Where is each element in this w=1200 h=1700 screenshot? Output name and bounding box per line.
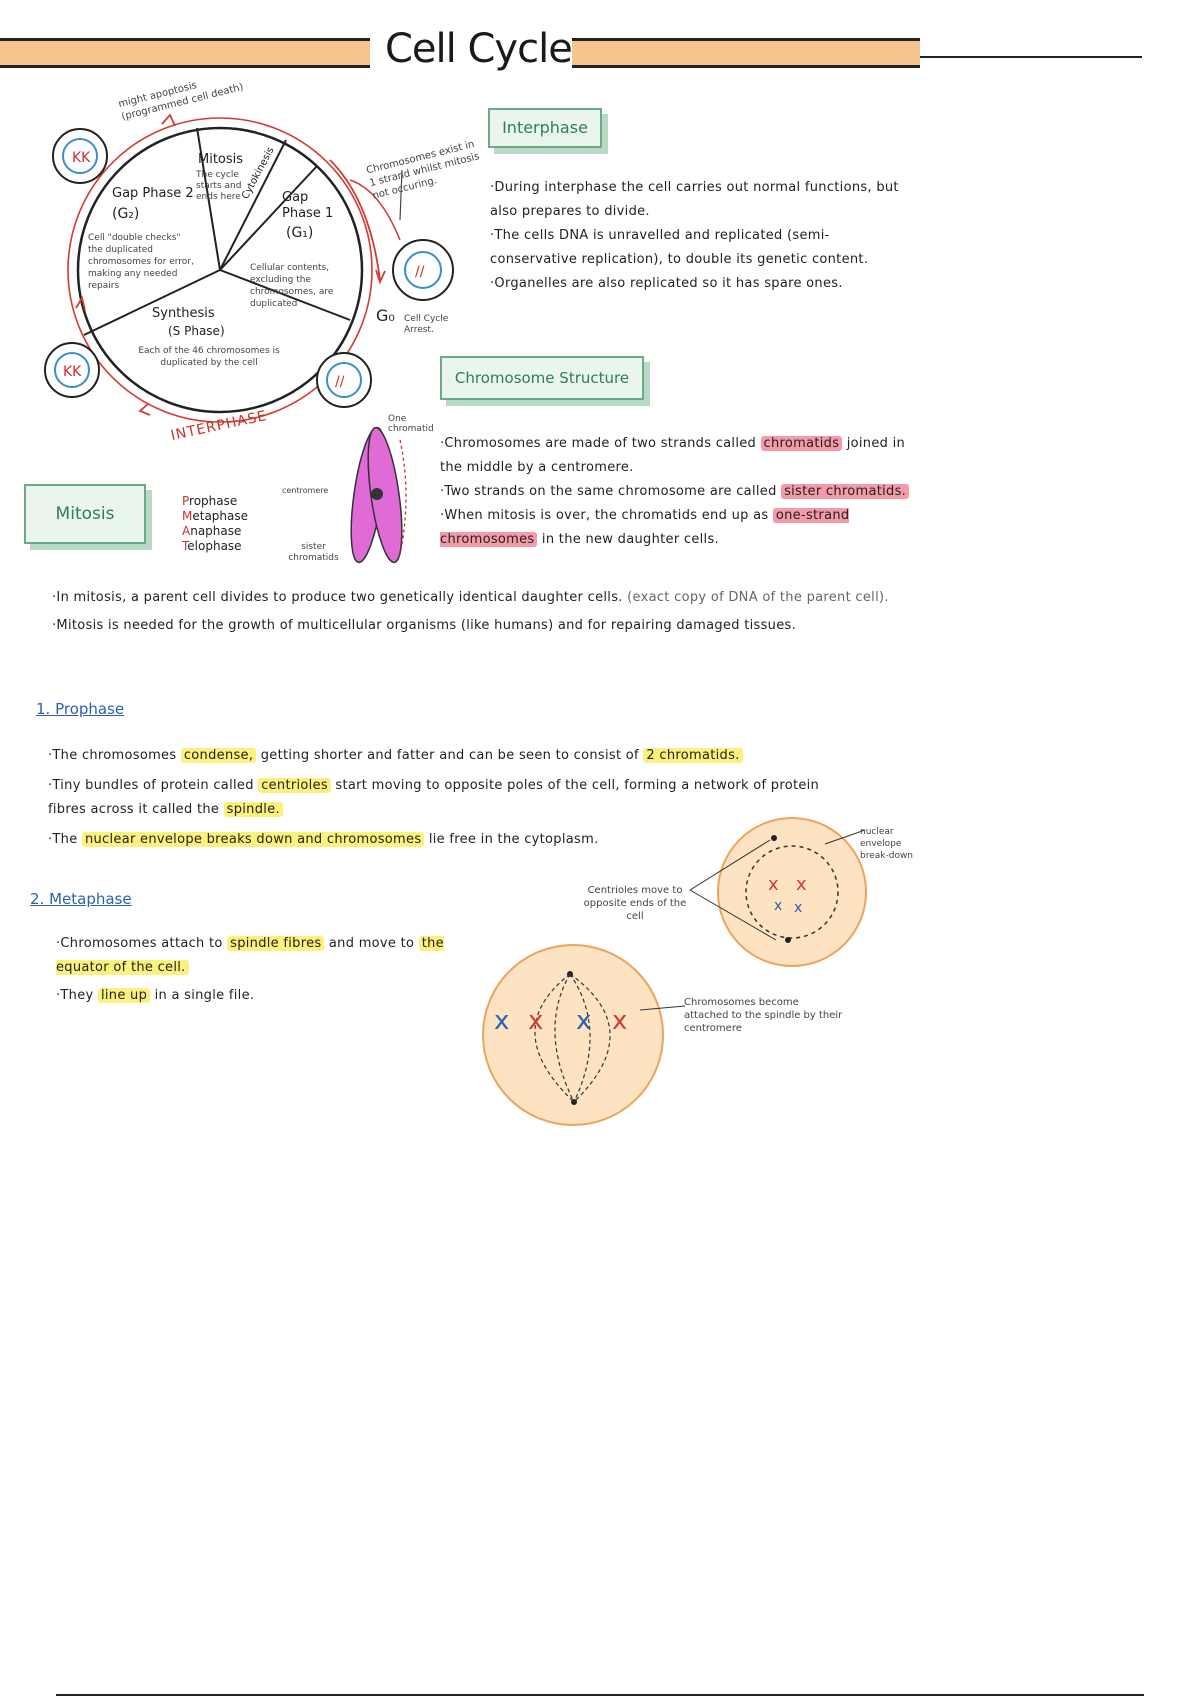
two-chromatids-highlight: 2 chromatids. xyxy=(643,748,743,763)
svg-text:x: x xyxy=(494,1006,509,1036)
cs-line-1b: joined in the middle by a centromere. xyxy=(440,436,906,475)
cs-line-1: ·Chromosomes are made of two strands cal… xyxy=(440,432,920,480)
spindle-highlight: spindle. xyxy=(223,802,283,817)
metaphase-attached-note: Chromosomes become attached to the spind… xyxy=(684,997,843,1034)
interphase-heading: Interphase xyxy=(502,118,588,137)
mitosis-p1: ·In mitosis, a parent cell divides to pr… xyxy=(52,590,889,605)
cs-line-1a: ·Chromosomes are made of two strands cal… xyxy=(440,436,757,451)
chromosome-drawing xyxy=(350,426,407,564)
prophase-l3: ·The nuclear envelope breaks down and ch… xyxy=(48,832,599,847)
mitosis-heading-box: Mitosis xyxy=(24,484,146,544)
interphase-p2: ·The cells DNA is unravelled and replica… xyxy=(490,228,869,267)
prophase-l2: ·Tiny bundles of protein called centriol… xyxy=(48,778,820,817)
prophase-cell-drawing: x x x x xyxy=(717,817,867,967)
sister-chromatids-highlight: sister chromatids. xyxy=(781,484,910,499)
svg-text:x: x xyxy=(794,900,802,916)
mitosis-p2: ·Mitosis is needed for the growth of mul… xyxy=(52,618,797,633)
metaphase-l1: ·Chromosomes attach to spindle fibres an… xyxy=(56,936,444,975)
cell-cycle-diagram: KK KK // // xyxy=(44,113,454,423)
chromosome-structure-heading: Chromosome Structure xyxy=(454,369,630,387)
g2-label: Gap Phase 2 xyxy=(112,186,194,201)
svg-text://: // xyxy=(415,264,425,280)
acronym-metaphase: Metaphase xyxy=(182,509,249,523)
cell-icon-bottom-left: KK xyxy=(44,342,100,398)
g0-note: Cell Cycle Arrest. xyxy=(404,314,449,335)
title-stripe-left xyxy=(0,38,370,68)
g1-symbol: (G₁) xyxy=(286,225,314,241)
metaphase-pointer xyxy=(640,1005,686,1011)
cell-icon-top-left: KK xyxy=(52,128,108,184)
title-stripe-right xyxy=(572,38,920,68)
chromosome-structure-heading-box: Chromosome Structure xyxy=(440,356,644,400)
mitosis-segment-note: The cycle starts and ends here xyxy=(196,170,242,202)
pmat-acronym: Prophase Metaphase Anaphase Telophase xyxy=(182,494,248,554)
g1-note: Cellular contents, excluding the chromos… xyxy=(250,263,334,309)
metaphase-text: ·Chromosomes attach to spindle fibres an… xyxy=(56,932,476,1008)
cs-line-2: ·Two strands on the same chromosome are … xyxy=(440,480,920,504)
page-title: Cell Cycle xyxy=(385,26,573,72)
svg-text:x: x xyxy=(774,898,782,914)
envelope-note: nuclear envelope break-down xyxy=(860,827,914,861)
svg-text:KK: KK xyxy=(72,150,91,166)
g2-note: Cell "double checks" the duplicated chro… xyxy=(88,233,194,291)
chromatids-highlight: chromatids xyxy=(760,436,843,451)
prophase-l1: ·The chromosomes condense, getting short… xyxy=(48,744,838,768)
svg-text:x: x xyxy=(528,1006,543,1036)
prophase-pointers xyxy=(689,830,866,941)
interphase-p1: ·During interphase the cell carries out … xyxy=(490,180,899,219)
metaphase-l2: ·They line up in a single file. xyxy=(56,988,255,1003)
g2-symbol: (G₂) xyxy=(112,206,140,222)
interphase-heading-box: Interphase xyxy=(488,108,602,148)
acronym-telophase: Telophase xyxy=(182,539,242,553)
s-note: Each of the 46 chromosomes is duplicated… xyxy=(138,346,280,368)
centromere-label: centromere xyxy=(282,486,329,495)
centrioles-highlight: centrioles xyxy=(258,778,331,793)
svg-text:x: x xyxy=(612,1006,627,1036)
sister-chromatids-diagram-label: sister chromatids xyxy=(288,542,339,563)
svg-text:x: x xyxy=(768,874,779,895)
mitosis-text: ·In mitosis, a parent cell divides to pr… xyxy=(52,586,912,638)
line-up-highlight: line up xyxy=(97,988,151,1003)
mitosis-segment-label: Mitosis xyxy=(198,152,244,167)
mitosis-p1-note: (exact copy of DNA of the parent cell). xyxy=(627,590,889,605)
acronym-prophase: Prophase xyxy=(182,494,238,508)
svg-text://: // xyxy=(335,374,345,390)
cell-icon-g0: // xyxy=(392,239,454,301)
cs-line-3: ·When mitosis is over, the chromatids en… xyxy=(440,504,920,552)
one-chromatid-label: One chromatid xyxy=(388,414,434,434)
metaphase-cell-drawing: x x x x xyxy=(482,944,664,1126)
prophase-heading: 1. Prophase xyxy=(36,700,125,718)
svg-text:x: x xyxy=(796,874,807,895)
g1-label: Gap Phase 1 xyxy=(282,190,334,221)
metaphase-heading: 2. Metaphase xyxy=(30,890,132,908)
svg-text:KK: KK xyxy=(63,364,82,380)
g0-label: G₀ xyxy=(376,306,395,325)
s-symbol: (S Phase) xyxy=(168,324,225,338)
acronym-anaphase: Anaphase xyxy=(182,524,242,538)
s-label: Synthesis xyxy=(152,306,215,321)
title-bar: Cell Cycle xyxy=(0,26,1200,80)
chromosome-structure-text: ·Chromosomes are made of two strands cal… xyxy=(440,432,920,552)
title-rule xyxy=(920,56,1142,58)
cs-line-3b: in the new daughter cells. xyxy=(541,532,719,547)
bottom-rule xyxy=(56,1694,1144,1696)
centrioles-note: Centrioles move to opposite ends of the … xyxy=(583,885,687,922)
interphase-p3: ·Organelles are also replicated so it ha… xyxy=(490,276,843,291)
condense-highlight: condense, xyxy=(180,748,257,763)
interphase-text: ·During interphase the cell carries out … xyxy=(490,176,910,296)
nuclear-envelope-highlight: nuclear envelope breaks down and chromos… xyxy=(81,832,425,847)
mitosis-heading: Mitosis xyxy=(55,504,115,524)
cell-icon-bottom-right: // xyxy=(316,352,372,408)
spindle-fibres-highlight: spindle fibres xyxy=(227,936,325,951)
svg-text:x: x xyxy=(576,1006,591,1036)
prophase-text: ·The chromosomes condense, getting short… xyxy=(48,744,838,852)
cs-line-3a: ·When mitosis is over, the chromatids en… xyxy=(440,508,769,523)
cs-line-2a: ·Two strands on the same chromosome are … xyxy=(440,484,777,499)
